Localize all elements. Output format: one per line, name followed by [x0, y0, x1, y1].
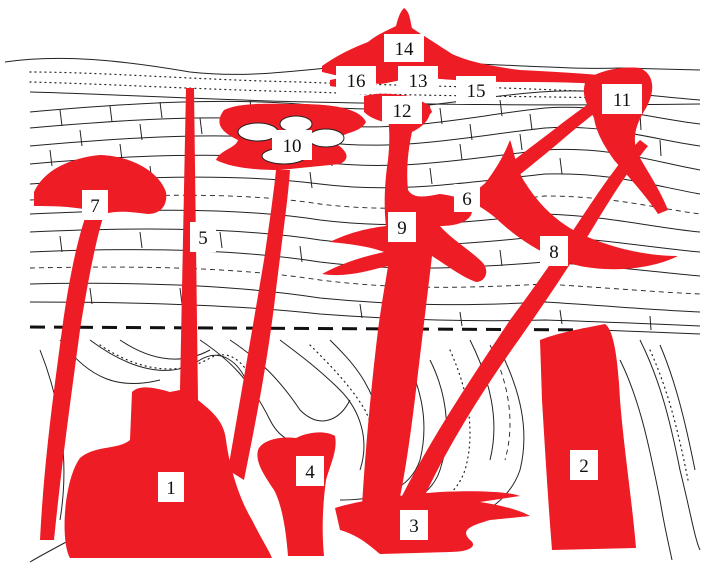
label-6-text: 6 [462, 189, 472, 210]
intrusion-11-feeder [470, 96, 606, 206]
label-7: 7 [82, 190, 108, 220]
label-13: 13 [398, 66, 438, 94]
label-13-text: 13 [409, 71, 428, 92]
label-8-text: 8 [549, 242, 559, 263]
label-9: 9 [388, 212, 416, 242]
void-2 [280, 116, 312, 132]
ground-bottom [30, 540, 70, 562]
label-1: 1 [158, 472, 184, 502]
label-2-text: 2 [579, 456, 589, 477]
label-7-text: 7 [90, 196, 100, 217]
label-10-text: 10 [283, 136, 302, 157]
label-5-text: 5 [198, 228, 208, 249]
label-11: 11 [602, 84, 642, 114]
label-12-text: 12 [393, 101, 412, 122]
label-8: 8 [540, 236, 568, 266]
void-3 [308, 129, 344, 147]
label-3: 3 [400, 510, 428, 540]
intrusion-2-block [540, 324, 636, 550]
fold-line-2 [90, 340, 250, 390]
label-3-text: 3 [409, 516, 419, 537]
intrusion-6-arc [470, 140, 678, 269]
label-12: 12 [382, 96, 422, 124]
label-11-text: 11 [613, 90, 631, 111]
label-14: 14 [384, 34, 424, 62]
intrusion-9-stock [322, 102, 486, 506]
label-6: 6 [454, 184, 480, 212]
label-15: 15 [456, 76, 496, 104]
label-16: 16 [336, 66, 376, 94]
label-16-text: 16 [347, 71, 366, 92]
label-15-text: 15 [467, 81, 486, 102]
label-4: 4 [296, 456, 324, 486]
label-10: 10 [272, 130, 312, 160]
label-9-text: 9 [397, 218, 407, 239]
intrusion-10-feeder [228, 170, 290, 480]
label-1-text: 1 [166, 478, 176, 499]
label-14-text: 14 [395, 39, 415, 60]
label-2: 2 [570, 450, 598, 480]
intrusion-4-plug [257, 432, 335, 556]
unconformity-extension [600, 330, 700, 334]
label-5: 5 [190, 222, 216, 252]
label-4-text: 4 [305, 462, 315, 483]
